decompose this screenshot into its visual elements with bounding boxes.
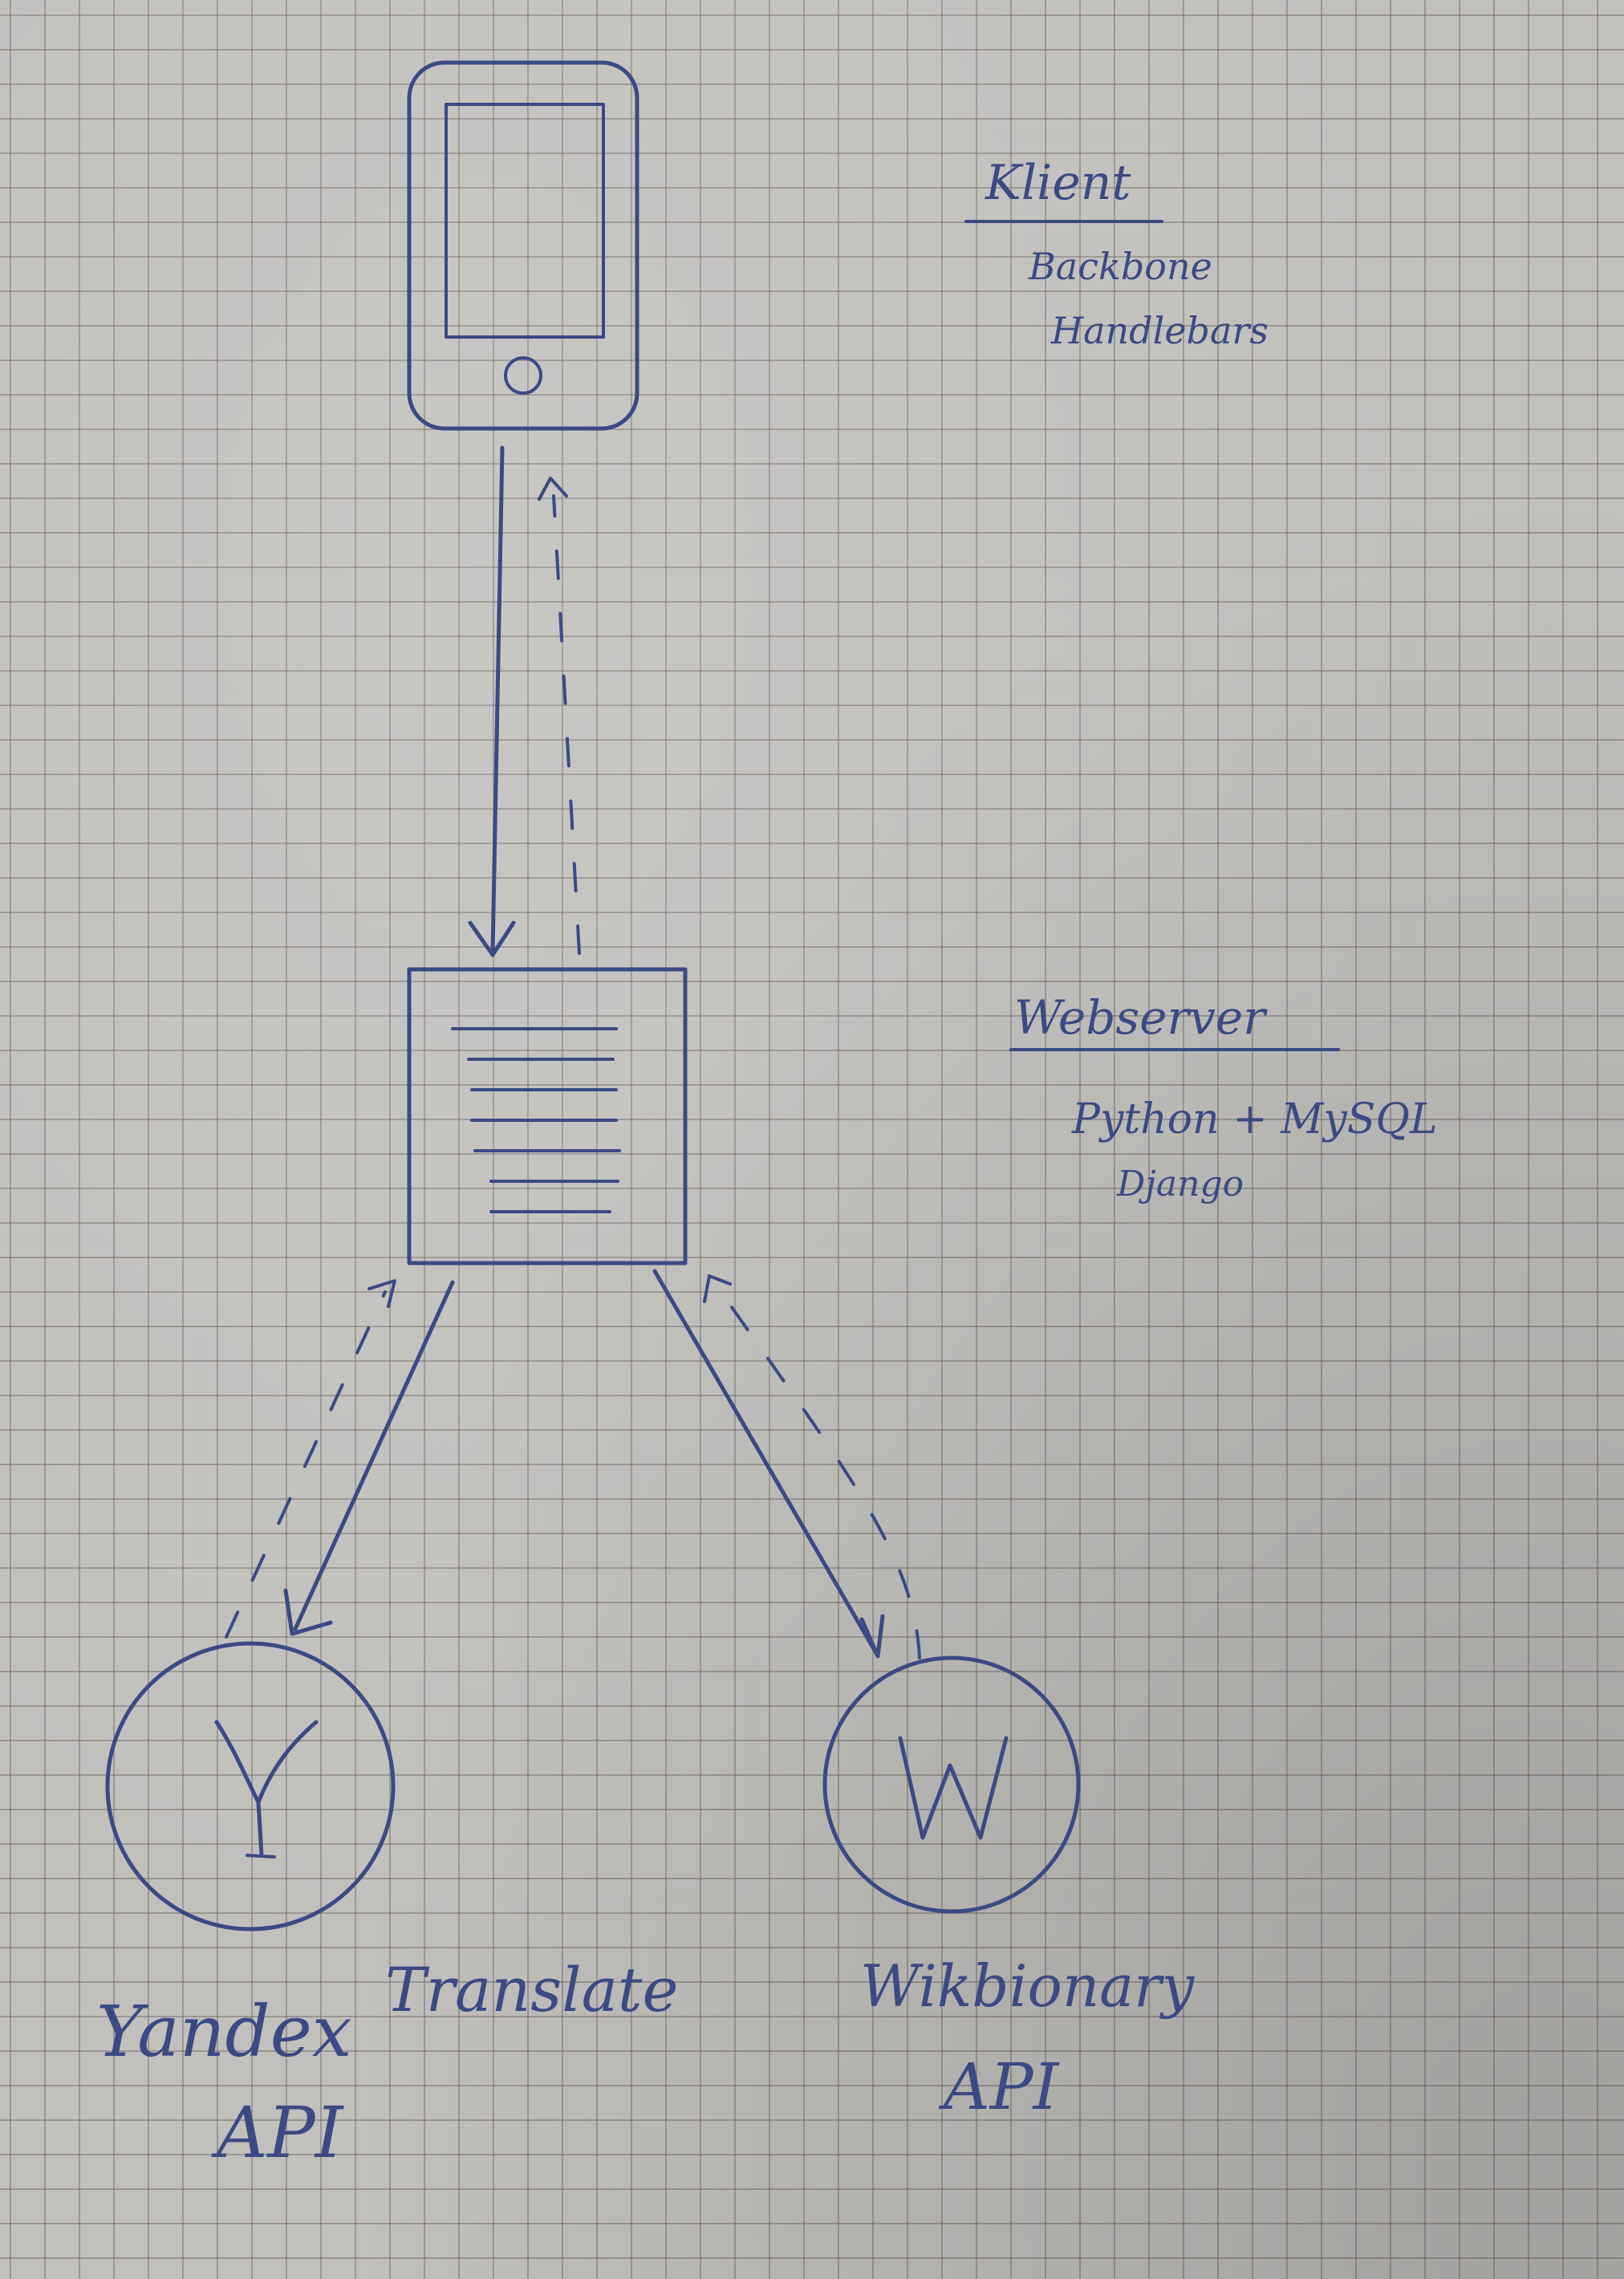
response-arrow-server-to-client: [538, 477, 581, 955]
request-arrow-server-to-wiktionary: [652, 1269, 885, 1659]
document-server-icon: [407, 967, 688, 1265]
client-label-group: Klient Backbone Handlebars: [964, 155, 1269, 352]
client-tech-backbone: Backbone: [1028, 245, 1212, 288]
yandex-label-translate: Translate: [385, 1954, 678, 2025]
yandex-label-name: Yandex: [96, 1990, 351, 2073]
client-tech-handlebars: Handlebars: [1050, 309, 1269, 352]
wiktionary-label-api: API: [938, 2049, 1060, 2124]
wiktionary-logo-circle: [822, 1655, 1081, 1914]
yandex-logo-circle: [105, 1641, 396, 1932]
smartphone-icon: [407, 60, 639, 431]
yandex-label-group: Yandex API Translate: [96, 1954, 678, 2174]
wiktionary-label-group: Wikbionary API: [860, 1952, 1196, 2124]
client-title: Klient: [985, 155, 1131, 211]
request-arrow-server-to-yandex: [283, 1280, 455, 1636]
webserver-tech-django: Django: [1116, 1164, 1244, 1204]
webserver-label-group: Webserver Python + MySQL Django: [1009, 990, 1438, 1204]
response-arrow-wiktionary-to-server: [703, 1274, 921, 1659]
response-arrow-yandex-to-server: [225, 1279, 396, 1639]
webserver-tech-python-mysql: Python + MySQL: [1071, 1095, 1438, 1144]
wiktionary-label-name: Wikbionary: [860, 1952, 1196, 2020]
request-arrow-client-to-server: [468, 445, 516, 957]
webserver-title: Webserver: [1014, 990, 1268, 1045]
yandex-label-api: API: [211, 2091, 345, 2174]
